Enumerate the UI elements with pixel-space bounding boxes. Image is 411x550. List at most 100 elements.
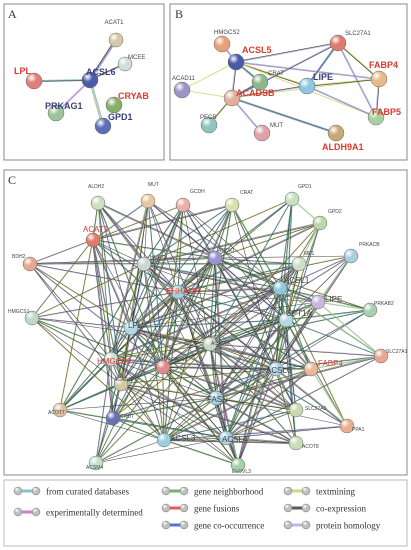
node-acsm4[interactable]: ACSM4 xyxy=(86,455,103,471)
edge xyxy=(97,202,163,368)
node-hmgcl[interactable]: HMGCL xyxy=(136,255,168,272)
node-crot[interactable]: CROT xyxy=(105,410,134,426)
node-fasn[interactable]: FASN xyxy=(207,390,228,406)
node-fabp5[interactable]: FABP5 xyxy=(367,107,401,126)
edge xyxy=(337,42,376,118)
node-acox1[interactable]: ACOX1 xyxy=(207,248,235,266)
edge xyxy=(275,222,321,369)
edge xyxy=(33,79,91,81)
node-acsl3[interactable]: ACSL3 xyxy=(156,432,196,448)
edge xyxy=(131,264,300,329)
node-elovl3[interactable]: ELOVL3 xyxy=(230,457,251,475)
edge xyxy=(162,204,183,368)
node-acsl6[interactable]: ACSL6 xyxy=(266,361,292,377)
edge xyxy=(31,291,179,319)
node-bdh2[interactable]: BDH2 xyxy=(12,254,38,272)
node-slc27a1[interactable]: SLC27A1 xyxy=(373,348,408,364)
node-mut[interactable]: MUT xyxy=(140,182,159,209)
node-gpd1[interactable]: GPD1 xyxy=(94,112,133,135)
node-hmgcs2[interactable]: HMGCS2 xyxy=(97,351,132,367)
node-aldh9a1[interactable]: ALDH9A1 xyxy=(322,124,364,152)
node-crat[interactable]: CRAT xyxy=(251,71,284,91)
node-cpt1a[interactable]: CPT1A xyxy=(278,309,312,328)
node-acad11[interactable]: ACAD11 xyxy=(113,376,133,392)
edge xyxy=(214,255,352,259)
node-slc27a1[interactable]: SLC27A1 xyxy=(329,31,371,52)
node-label: MCEE xyxy=(128,55,145,61)
legend-item: gene fusions xyxy=(161,504,240,514)
legend-item: protein homology xyxy=(283,521,381,531)
node-acot8[interactable]: ACOT8 xyxy=(288,435,319,451)
node-me1[interactable]: ME1 xyxy=(291,251,315,272)
node-lpl[interactable]: LPL xyxy=(123,320,143,336)
edge xyxy=(279,198,293,288)
edge xyxy=(210,302,319,345)
node-fabp4[interactable]: FABP4 xyxy=(303,359,343,377)
node-gpd1[interactable]: GPD1 xyxy=(284,184,312,207)
edge xyxy=(130,327,297,411)
node-prkag1[interactable]: PRKAG1 xyxy=(45,101,83,122)
node-acat1[interactable]: ACAT1 xyxy=(83,225,109,248)
node-acsl4[interactable]: ACSL4 xyxy=(218,430,248,446)
legend-node-swatch xyxy=(283,503,293,513)
node-lipe[interactable]: LIPE xyxy=(310,294,342,310)
edge xyxy=(275,309,371,370)
node-acad10[interactable]: ACAD10 xyxy=(155,357,188,375)
edge xyxy=(163,368,277,440)
node-prkab2[interactable]: PRKAB2 xyxy=(362,301,394,318)
edge xyxy=(225,368,311,438)
node-acadm[interactable]: ACADM xyxy=(202,336,229,352)
node-fabp4[interactable]: FABP4 xyxy=(369,60,398,88)
node-acat1[interactable]: ACAT1 xyxy=(105,20,125,48)
node-lipe[interactable]: LIPE xyxy=(298,72,333,95)
node-ehhadh[interactable]: EHHADH xyxy=(166,284,200,300)
edge xyxy=(337,42,380,80)
node-prkacb[interactable]: PRKACB xyxy=(343,242,380,264)
node-ball xyxy=(123,320,139,336)
node-label: HMGCL xyxy=(150,255,168,261)
edge xyxy=(163,205,184,368)
node-aldh2[interactable]: ALDH2 xyxy=(88,184,106,211)
edge xyxy=(210,343,239,465)
node-ball xyxy=(52,402,68,418)
node-pecr[interactable]: PECR xyxy=(200,115,217,134)
edge xyxy=(162,366,239,466)
edge xyxy=(31,318,131,329)
node-ball xyxy=(298,77,316,95)
node-mcee[interactable]: MCEE xyxy=(117,55,145,72)
edge xyxy=(95,437,227,464)
legend-node-swatch xyxy=(161,520,171,530)
node-hmgcs1[interactable]: HMGCS1 xyxy=(8,309,40,326)
edge xyxy=(209,344,238,466)
edge xyxy=(112,291,178,418)
node-ppa1[interactable]: PPA1 xyxy=(339,418,365,434)
node-gcdh[interactable]: GCDH xyxy=(175,189,205,213)
node-mut[interactable]: MUT xyxy=(253,123,283,142)
node-hmgcs2[interactable]: HMGCS2 xyxy=(213,30,240,53)
edge xyxy=(148,200,281,288)
edge xyxy=(98,202,122,385)
edge xyxy=(31,317,164,441)
node-acsl1[interactable]: ACSL1 xyxy=(272,276,310,296)
node-crat[interactable]: CRAT xyxy=(224,190,253,213)
node-cryab[interactable]: CRYAB xyxy=(105,91,149,114)
edge xyxy=(310,368,348,427)
node-lpl[interactable]: LPL xyxy=(14,66,43,90)
node-acsl5[interactable]: ACSL5 xyxy=(227,45,272,71)
node-acad11[interactable]: ACAD11 xyxy=(172,76,196,99)
node-acsl6[interactable]: ACSL6 xyxy=(81,67,116,89)
node-ball xyxy=(113,376,129,392)
legend-label: gene fusions xyxy=(194,504,240,514)
edge xyxy=(231,204,277,370)
edge xyxy=(93,239,132,328)
edge xyxy=(164,397,217,441)
edge xyxy=(231,204,287,321)
node-slc27a3[interactable]: SLC27A3 xyxy=(288,402,327,418)
edge xyxy=(163,439,238,466)
node-acot7[interactable]: ACOT7 xyxy=(48,402,68,418)
edge xyxy=(110,287,280,359)
edge xyxy=(120,383,297,444)
node-gpd2[interactable]: GPD2 xyxy=(312,209,342,231)
node-acadsb[interactable]: ACADSB xyxy=(223,88,275,107)
edge xyxy=(276,256,352,370)
